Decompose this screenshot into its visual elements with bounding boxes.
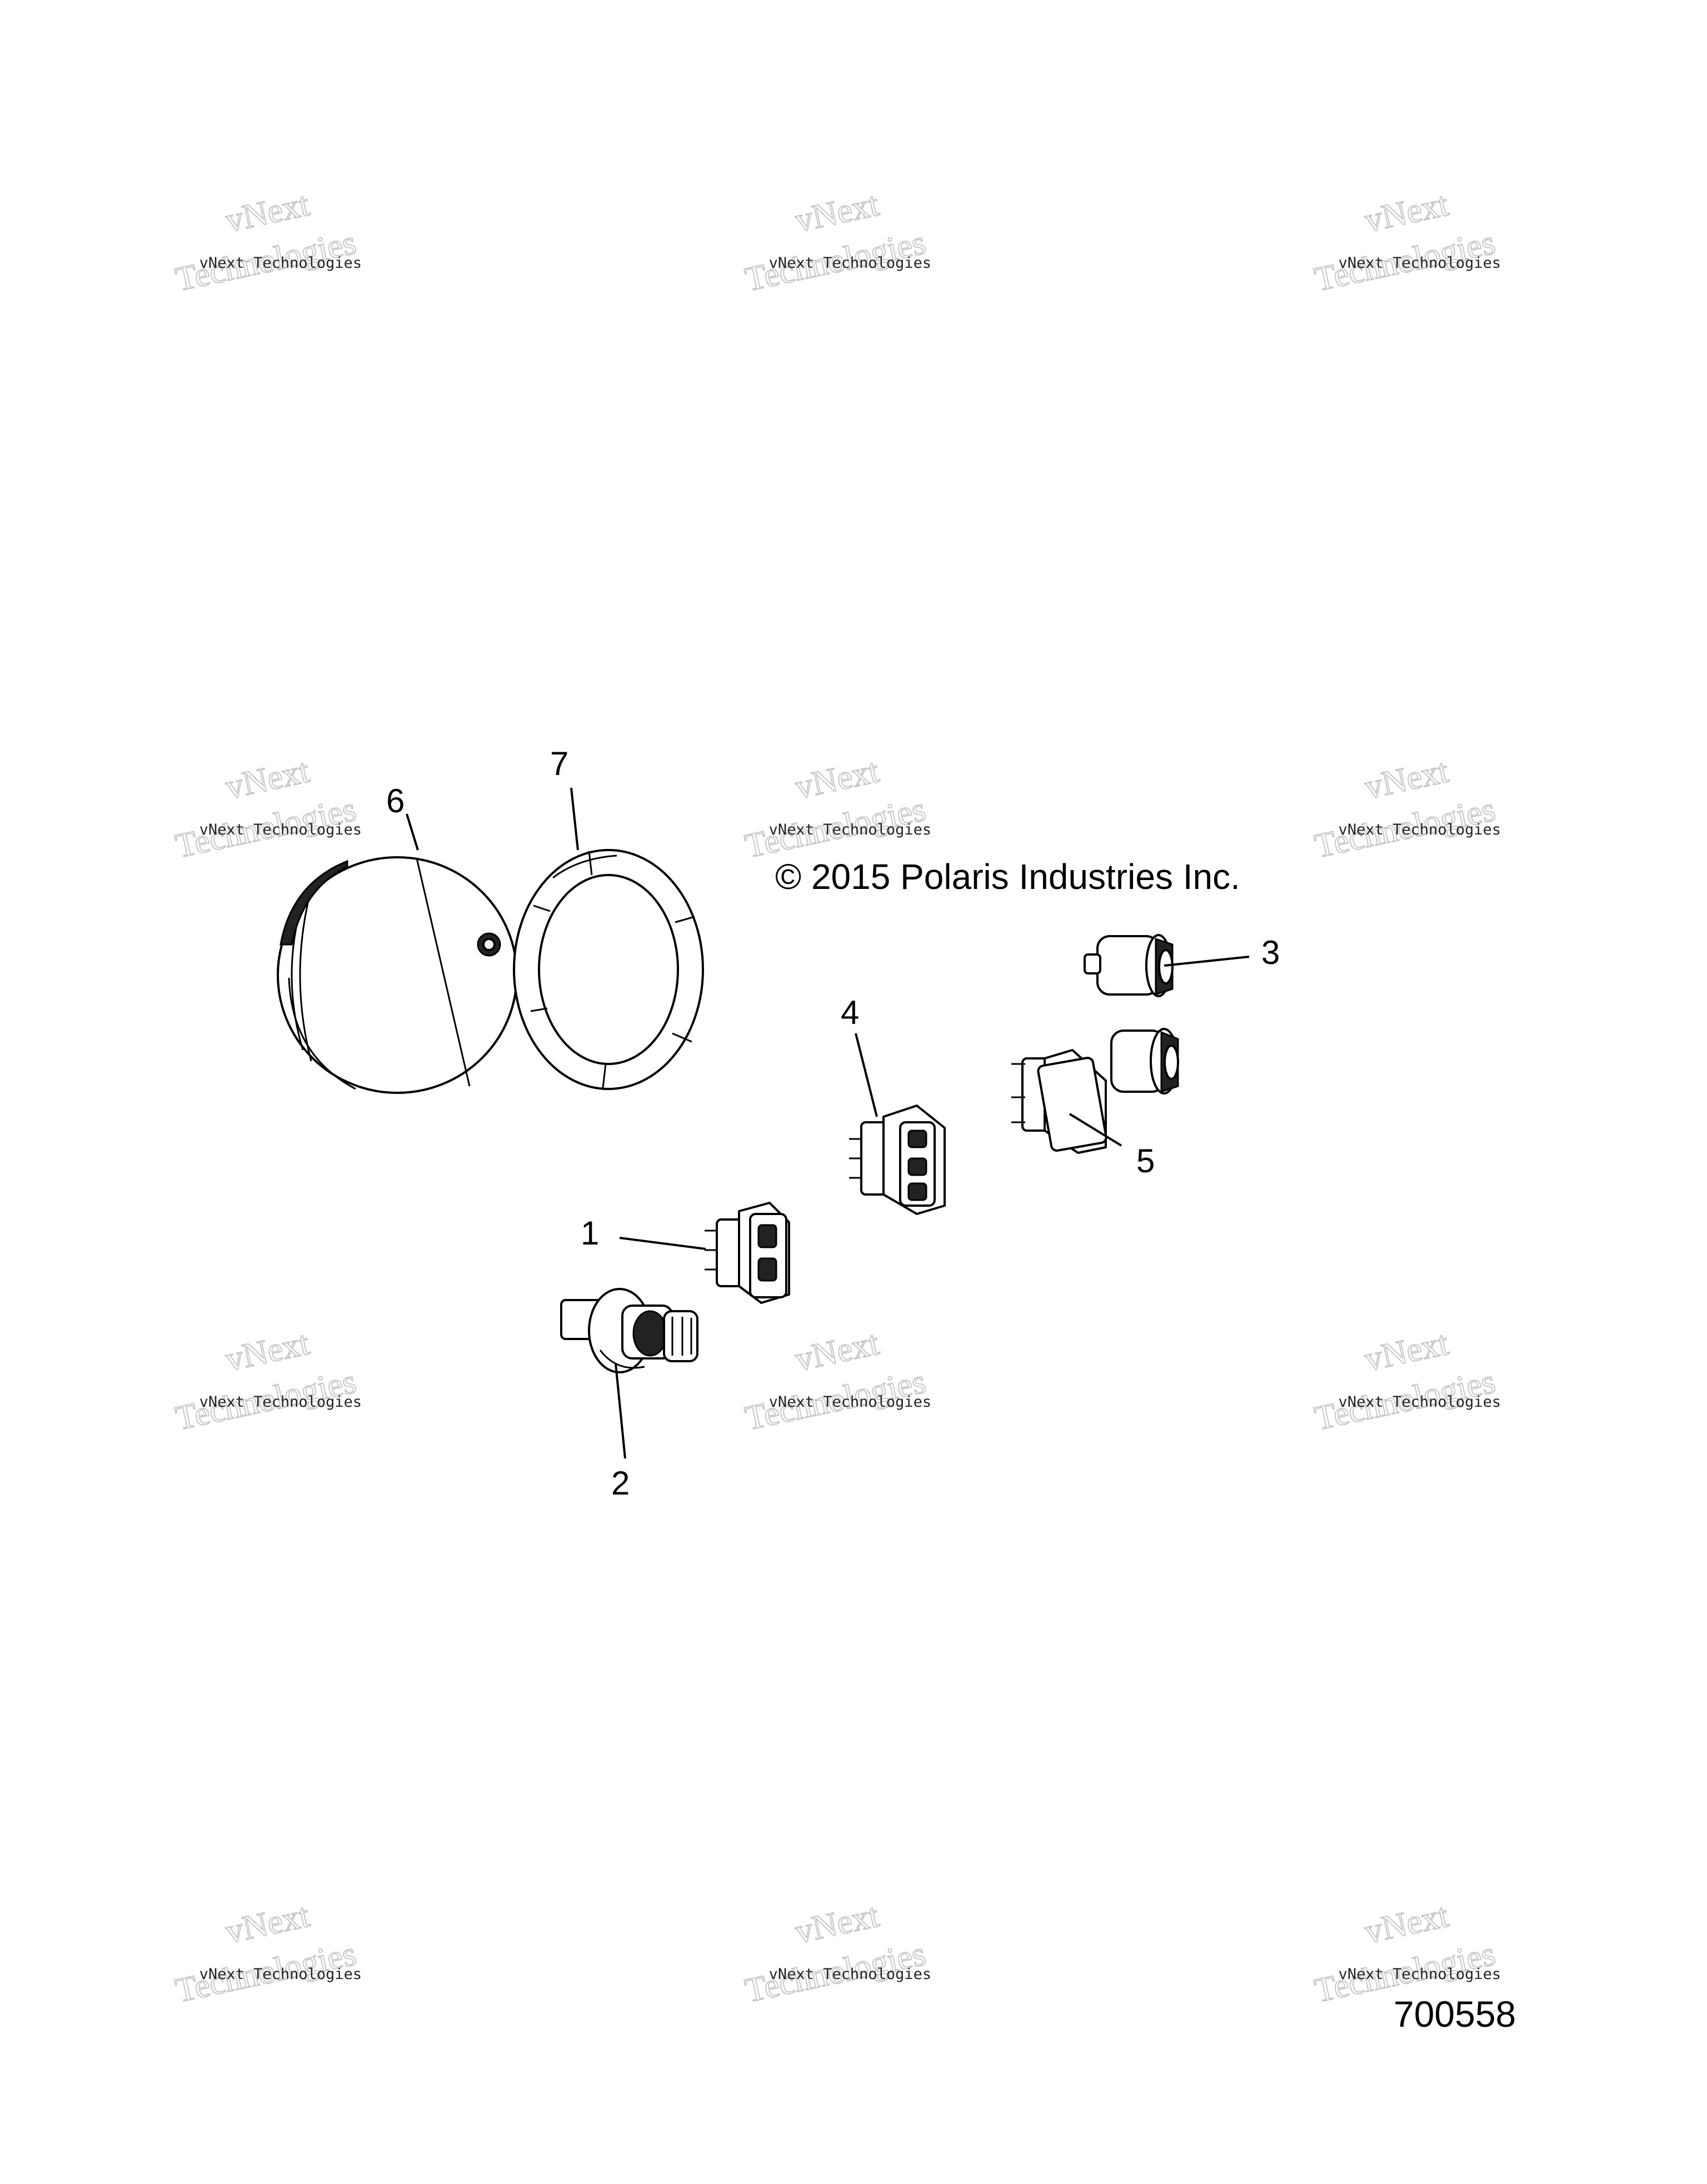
part-2-ignition-switch[interactable] bbox=[560, 1288, 698, 1373]
callout-7: 7 bbox=[550, 745, 568, 782]
callout-6: 6 bbox=[386, 782, 405, 819]
leader-2 bbox=[615, 1363, 626, 1459]
watermark-line1: vNext bbox=[792, 1896, 882, 1951]
watermark-line1: vNext bbox=[222, 1324, 312, 1378]
part-5-socket-assembly[interactable] bbox=[1011, 1028, 1179, 1154]
callout-4: 4 bbox=[841, 994, 859, 1031]
watermark-line2: vNext Technologies bbox=[1339, 1966, 1501, 1983]
part-1-rocker-switch[interactable] bbox=[705, 1202, 790, 1304]
watermark-line2: vNext Technologies bbox=[769, 1393, 932, 1411]
watermark-line1: vNext bbox=[222, 185, 312, 239]
watermark-line1: vNext bbox=[222, 1896, 312, 1951]
leader-1 bbox=[619, 1237, 706, 1250]
leader-6 bbox=[406, 813, 419, 851]
watermark-line2: vNext Technologies bbox=[769, 254, 932, 272]
watermark-line1: vNext bbox=[1361, 185, 1451, 239]
watermark-line1: vNext bbox=[222, 752, 312, 806]
watermark-line2: vNext Technologies bbox=[769, 821, 932, 838]
diagram-number: 700558 bbox=[1394, 1993, 1516, 2035]
watermark-line2: vNext Technologies bbox=[1339, 821, 1501, 838]
watermark-line2: vNext Technologies bbox=[1339, 1393, 1501, 1411]
watermark-line2: vNext Technologies bbox=[199, 821, 362, 838]
leader-4 bbox=[855, 1033, 878, 1117]
callout-1: 1 bbox=[581, 1215, 599, 1252]
part-4-rocker-switch[interactable] bbox=[849, 1105, 946, 1215]
watermark-line1: vNext bbox=[1361, 752, 1451, 806]
watermark-line1: vNext bbox=[792, 1324, 882, 1378]
callout-3: 3 bbox=[1261, 934, 1280, 971]
leader-7 bbox=[570, 787, 579, 851]
leader-5 bbox=[1069, 1113, 1122, 1147]
watermark-line1: vNext bbox=[1361, 1896, 1451, 1951]
part-3-power-socket[interactable] bbox=[1084, 934, 1174, 997]
copyright-text: © 2015 Polaris Industries Inc. bbox=[775, 857, 1240, 897]
watermark-line2: vNext Technologies bbox=[199, 254, 362, 272]
watermark-line2: vNext Technologies bbox=[199, 1966, 362, 1983]
part-7-bezel-ring[interactable] bbox=[513, 849, 704, 1090]
leader-3 bbox=[1164, 956, 1250, 967]
part-6-headlight[interactable] bbox=[277, 856, 518, 1094]
watermark-line2: vNext Technologies bbox=[1339, 254, 1501, 272]
watermark-line1: vNext bbox=[792, 185, 882, 239]
watermark-line2: vNext Technologies bbox=[199, 1393, 362, 1411]
callout-5: 5 bbox=[1136, 1142, 1155, 1180]
watermark-line1: vNext bbox=[792, 752, 882, 806]
callout-2: 2 bbox=[611, 1465, 630, 1502]
watermark-line1: vNext bbox=[1361, 1324, 1451, 1378]
watermark-line2: vNext Technologies bbox=[769, 1966, 932, 1983]
